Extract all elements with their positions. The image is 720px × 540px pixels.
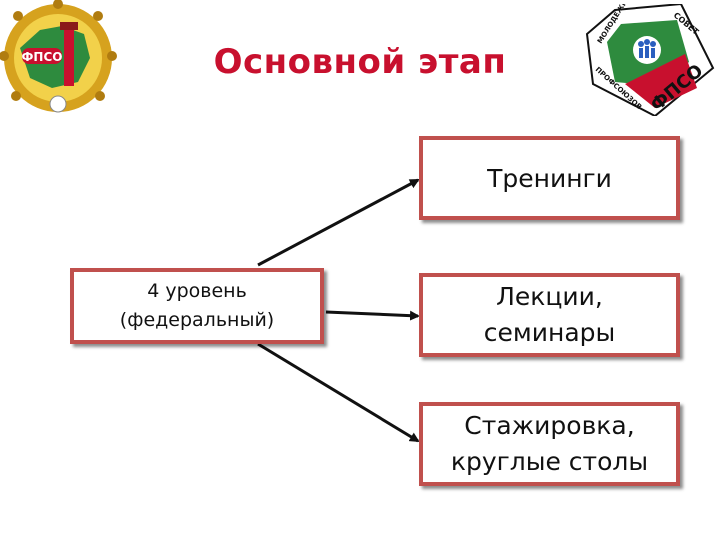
- arrow-to-lectures: [325, 310, 420, 321]
- level-box: 4 уровень (федеральный): [70, 268, 324, 344]
- arrow-to-trainings: [257, 178, 420, 267]
- trainings-box: Тренинги: [419, 136, 680, 220]
- lectures-label: Лекции, семинары: [483, 282, 616, 347]
- internship-box: Стажировка, круглые столы: [419, 402, 680, 486]
- arrow-to-internship: [257, 342, 420, 443]
- lectures-box: Лекции, семинары: [419, 273, 680, 357]
- left-emblem-text: ФПСО: [22, 50, 63, 64]
- slide-title: Основной этап: [213, 42, 507, 82]
- trainings-label: Тренинги: [487, 163, 612, 193]
- level-box-label: 4 уровень (федеральный): [119, 280, 275, 331]
- fpso-emblem-left: ФПСО: [0, 0, 117, 113]
- internship-label: Стажировка, круглые столы: [450, 411, 649, 476]
- youth-council-emblem-right: МОЛОДЕЖНЫЙ СОВЕТ ПРОФСОЮЗОВ ФПСО: [585, 4, 715, 116]
